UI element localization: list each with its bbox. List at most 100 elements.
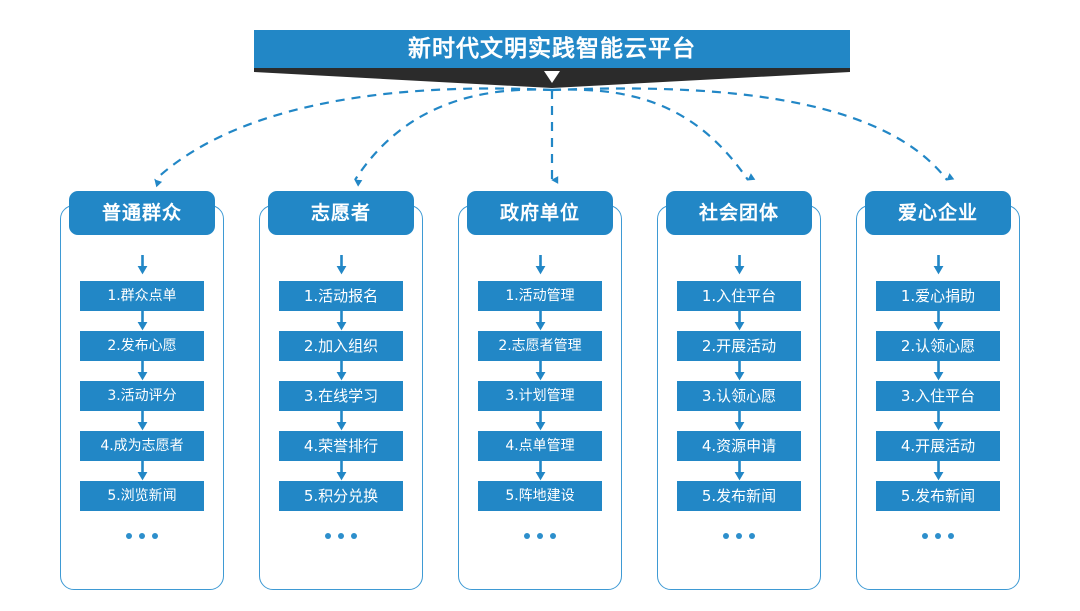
flow-arrow-icon (734, 361, 744, 381)
flow-arrow-icon (535, 411, 545, 431)
flow-item-label: 2.发布心愿 (107, 338, 177, 354)
flow-arrow-icon (933, 461, 943, 481)
more-items-ellipsis (723, 533, 755, 539)
flow-item-label: 3.计划管理 (505, 388, 575, 404)
flow-arrow-icon (734, 255, 744, 275)
flow-arrow-icon (137, 311, 147, 331)
flow-item-label: 2.加入组织 (303, 336, 379, 355)
flow-item[interactable]: 5.阵地建设 (478, 481, 602, 511)
flow-item[interactable]: 4.点单管理 (478, 431, 602, 461)
flow-item[interactable]: 5.发布新闻 (677, 481, 801, 511)
column-header-label: 志愿者 (310, 201, 371, 224)
flow-arrow-icon (933, 255, 943, 275)
flow-arrow-icon (336, 311, 346, 331)
flow-arrow-icon (933, 361, 943, 381)
ellipsis-dot (126, 533, 132, 539)
flow-item-label: 1.群众点单 (107, 288, 177, 304)
more-items-ellipsis (524, 533, 556, 539)
column-body: 1.活动报名 2.加入组织 3.在线学习 4.荣誉排行 5.积分兑换 (259, 249, 423, 590)
flow-item[interactable]: 1.爱心捐助 (876, 281, 1000, 311)
flow-item-label: 1.活动管理 (505, 288, 575, 304)
flow-item-label: 2.开展活动 (701, 336, 777, 355)
flow-item-label: 5.发布新闻 (900, 486, 976, 505)
flow-item[interactable]: 1.群众点单 (80, 281, 204, 311)
flow-item[interactable]: 3.活动评分 (80, 381, 204, 411)
flow-item[interactable]: 1.活动报名 (279, 281, 403, 311)
flow-arrow-icon (535, 311, 545, 331)
ellipsis-dot (139, 533, 145, 539)
flow-arrow-icon (336, 411, 346, 431)
flow-item-label: 3.入住平台 (900, 386, 976, 405)
ellipsis-dot (922, 533, 928, 539)
ellipsis-dot (351, 533, 357, 539)
role-column-volunteer: 志愿者 1.活动报名 2.加入组织 3.在线学习 4.荣誉排行 5.积分兑换 (259, 191, 423, 590)
flow-arrow-icon (336, 361, 346, 381)
column-header-social-group[interactable]: 社会团体 (666, 191, 812, 235)
flow-item[interactable]: 3.计划管理 (478, 381, 602, 411)
flow-arrow-icon (137, 255, 147, 275)
flow-item-label: 4.成为志愿者 (100, 438, 184, 454)
more-items-ellipsis (922, 533, 954, 539)
flow-arrow-icon (933, 311, 943, 331)
role-column-government: 政府单位 1.活动管理 2.志愿者管理 3.计划管理 4.点单管理 5.阵地建设 (458, 191, 622, 590)
flow-item[interactable]: 4.资源申请 (677, 431, 801, 461)
column-header-volunteer[interactable]: 志愿者 (268, 191, 414, 235)
flow-arrow-icon (535, 361, 545, 381)
flow-item-label: 3.活动评分 (107, 388, 177, 404)
flow-item[interactable]: 2.志愿者管理 (478, 331, 602, 361)
flow-arrow-icon (336, 255, 346, 275)
flow-item[interactable]: 4.开展活动 (876, 431, 1000, 461)
flow-item-label: 4.开展活动 (900, 436, 976, 455)
ellipsis-dot (524, 533, 530, 539)
flow-arrow-icon (734, 411, 744, 431)
flow-item[interactable]: 4.荣誉排行 (279, 431, 403, 461)
flow-arrow-icon (137, 361, 147, 381)
chevron-down-icon (544, 71, 560, 83)
more-items-ellipsis (325, 533, 357, 539)
role-column-social-group: 社会团体 1.入住平台 2.开展活动 3.认领心愿 4.资源申请 5.发布新闻 (657, 191, 821, 590)
flow-item-label: 5.发布新闻 (701, 486, 777, 505)
flow-item[interactable]: 4.成为志愿者 (80, 431, 204, 461)
column-body: 1.群众点单 2.发布心愿 3.活动评分 4.成为志愿者 5.浏览新闻 (60, 249, 224, 590)
ellipsis-dot (537, 533, 543, 539)
column-header-government[interactable]: 政府单位 (467, 191, 613, 235)
flow-arrow-icon (535, 255, 545, 275)
ellipsis-dot (723, 533, 729, 539)
flow-item-label: 5.阵地建设 (505, 488, 575, 504)
ellipsis-dot (325, 533, 331, 539)
page-title: 新时代文明实践智能云平台 (408, 35, 696, 62)
flow-item[interactable]: 2.加入组织 (279, 331, 403, 361)
column-header-label: 爱心企业 (897, 201, 978, 224)
column-body: 1.活动管理 2.志愿者管理 3.计划管理 4.点单管理 5.阵地建设 (458, 249, 622, 590)
flow-item-label: 1.入住平台 (701, 286, 777, 305)
ellipsis-dot (338, 533, 344, 539)
flow-item[interactable]: 1.入住平台 (677, 281, 801, 311)
flow-item[interactable]: 5.积分兑换 (279, 481, 403, 511)
ellipsis-dot (935, 533, 941, 539)
ellipsis-dot (948, 533, 954, 539)
flow-item[interactable]: 2.发布心愿 (80, 331, 204, 361)
flow-item[interactable]: 5.发布新闻 (876, 481, 1000, 511)
flow-item[interactable]: 5.浏览新闻 (80, 481, 204, 511)
flow-arrow-icon (137, 411, 147, 431)
flow-arrow-icon (137, 461, 147, 481)
flow-item-label: 3.认领心愿 (701, 386, 777, 405)
flow-item-label: 4.点单管理 (505, 438, 575, 454)
more-items-ellipsis (126, 533, 158, 539)
flow-arrow-icon (336, 461, 346, 481)
flow-item[interactable]: 3.在线学习 (279, 381, 403, 411)
ellipsis-dot (550, 533, 556, 539)
column-header-public[interactable]: 普通群众 (69, 191, 215, 235)
flow-arrow-icon (535, 461, 545, 481)
column-header-label: 普通群众 (101, 201, 182, 224)
flow-item-label: 4.资源申请 (701, 436, 777, 455)
flow-item[interactable]: 3.入住平台 (876, 381, 1000, 411)
flow-item[interactable]: 1.活动管理 (478, 281, 602, 311)
flow-item[interactable]: 2.认领心愿 (876, 331, 1000, 361)
flow-item[interactable]: 3.认领心愿 (677, 381, 801, 411)
flow-item-label: 3.在线学习 (303, 386, 379, 405)
ellipsis-dot (152, 533, 158, 539)
flow-item[interactable]: 2.开展活动 (677, 331, 801, 361)
column-header-enterprise[interactable]: 爱心企业 (865, 191, 1011, 235)
